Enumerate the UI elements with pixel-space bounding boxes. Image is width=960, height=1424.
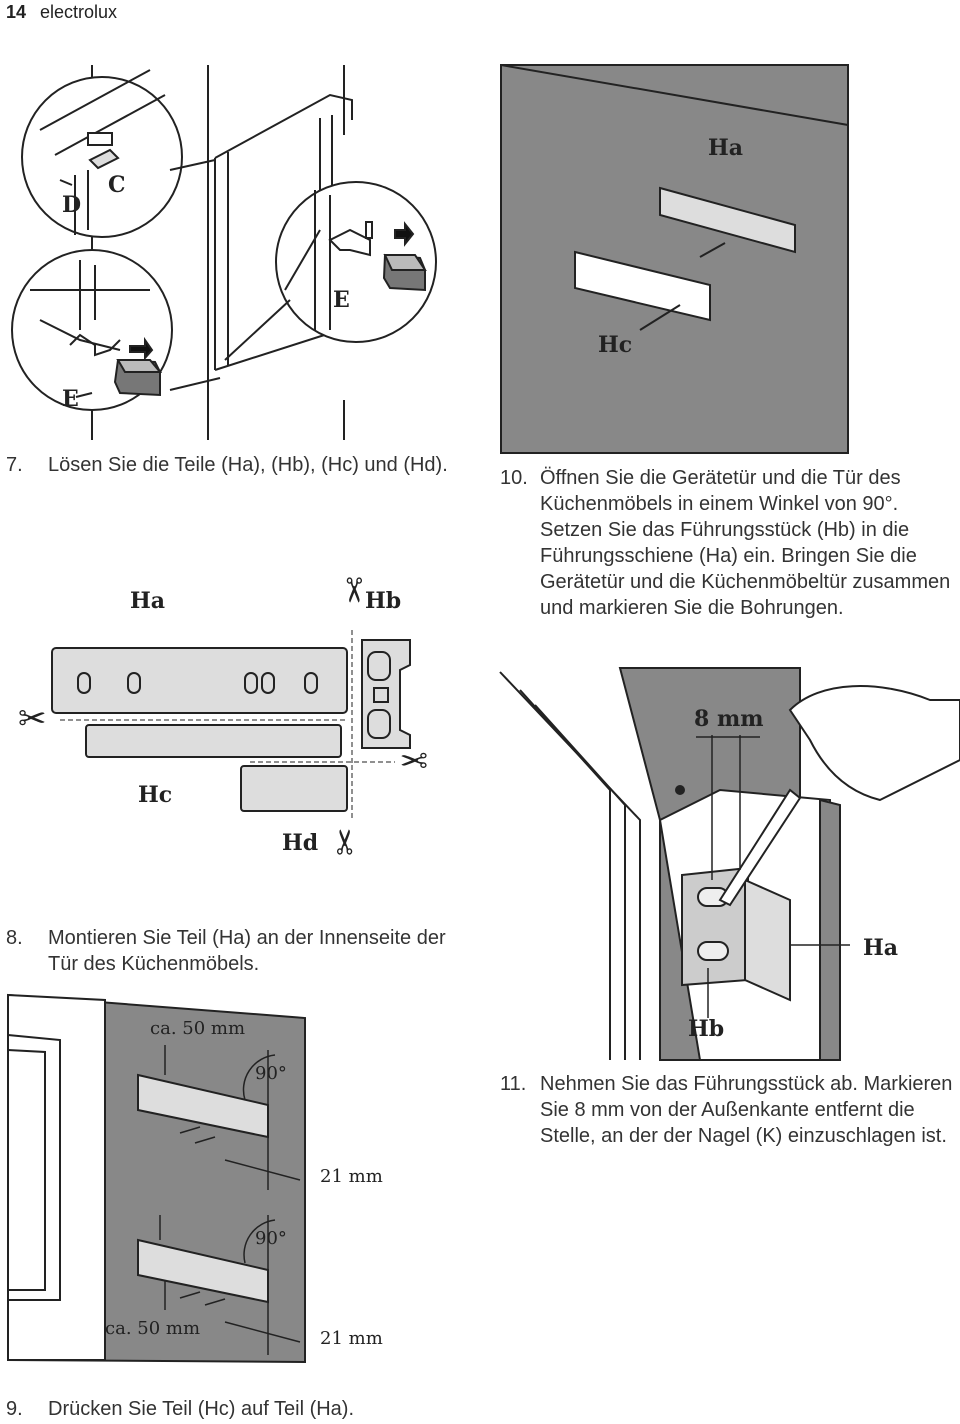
svg-text:✂: ✂ (326, 828, 366, 857)
step-9: 9. Drücken Sie Teil (Hc) auf Teil (Ha). (6, 1396, 476, 1424)
step-7: 7. Lösen Sie die Teile (Ha), (Hb), (Hc) … (6, 452, 476, 512)
step-text: Montieren Sie Teil (Ha) an der Innenseit… (48, 927, 446, 975)
label-dist-bottom: ca. 50 mm (105, 1318, 201, 1339)
step-text: Lösen Sie die Teile (Ha), (Hb), (Hc) und… (48, 454, 448, 476)
step-number: 9. (6, 1398, 23, 1420)
step-text: Nehmen Sie das Führungsstück ab. Markier… (540, 1073, 953, 1147)
step-8: 8. Montieren Sie Teil (Ha) an der Innens… (6, 925, 476, 985)
svg-text:✂: ✂ (18, 699, 47, 739)
label-hc-parts: Hc (138, 782, 173, 808)
label-hb-parts: Hb (365, 588, 402, 614)
label-dist-top: ca. 50 mm (150, 1018, 246, 1039)
label-e-left: E (62, 386, 79, 412)
step-number: 11. (500, 1073, 527, 1095)
brand-name: electrolux (40, 2, 118, 22)
svg-text:✂: ✂ (400, 739, 429, 779)
label-gap-top: 21 mm (320, 1166, 383, 1187)
label-angle-top: 90° (255, 1063, 287, 1084)
label-ha-parts: Ha (130, 588, 166, 614)
step-10: 10. Öffnen Sie die Gerätetür und die Tür… (500, 465, 960, 655)
label-ha-mark: Ha (863, 935, 899, 961)
label-ha-panel: Ha (708, 135, 744, 161)
label-d: D (62, 192, 82, 218)
step-11: 11. Nehmen Sie das Führungsstück ab. Mar… (500, 1071, 960, 1181)
step-number: 7. (6, 454, 23, 476)
step-number: 8. (6, 927, 23, 949)
step-text: Drücken Sie Teil (Hc) auf Teil (Ha). (48, 1398, 355, 1420)
label-gap-bottom: 21 mm (320, 1328, 383, 1349)
label-hd-parts: Hd (282, 830, 319, 856)
label-c: C (108, 172, 126, 198)
step-number: 10. (500, 467, 528, 489)
label-angle-bottom: 90° (255, 1228, 287, 1249)
label-8mm: 8 mm (694, 706, 764, 732)
step-text: Öffnen Sie die Gerätetür und die Tür des… (540, 467, 951, 619)
label-hc-panel: Hc (598, 332, 633, 358)
label-e-right: E (333, 287, 350, 313)
page-number: 14 (6, 2, 27, 22)
svg-text:✂: ✂ (333, 576, 373, 605)
label-hb-mark: Hb (688, 1016, 725, 1042)
